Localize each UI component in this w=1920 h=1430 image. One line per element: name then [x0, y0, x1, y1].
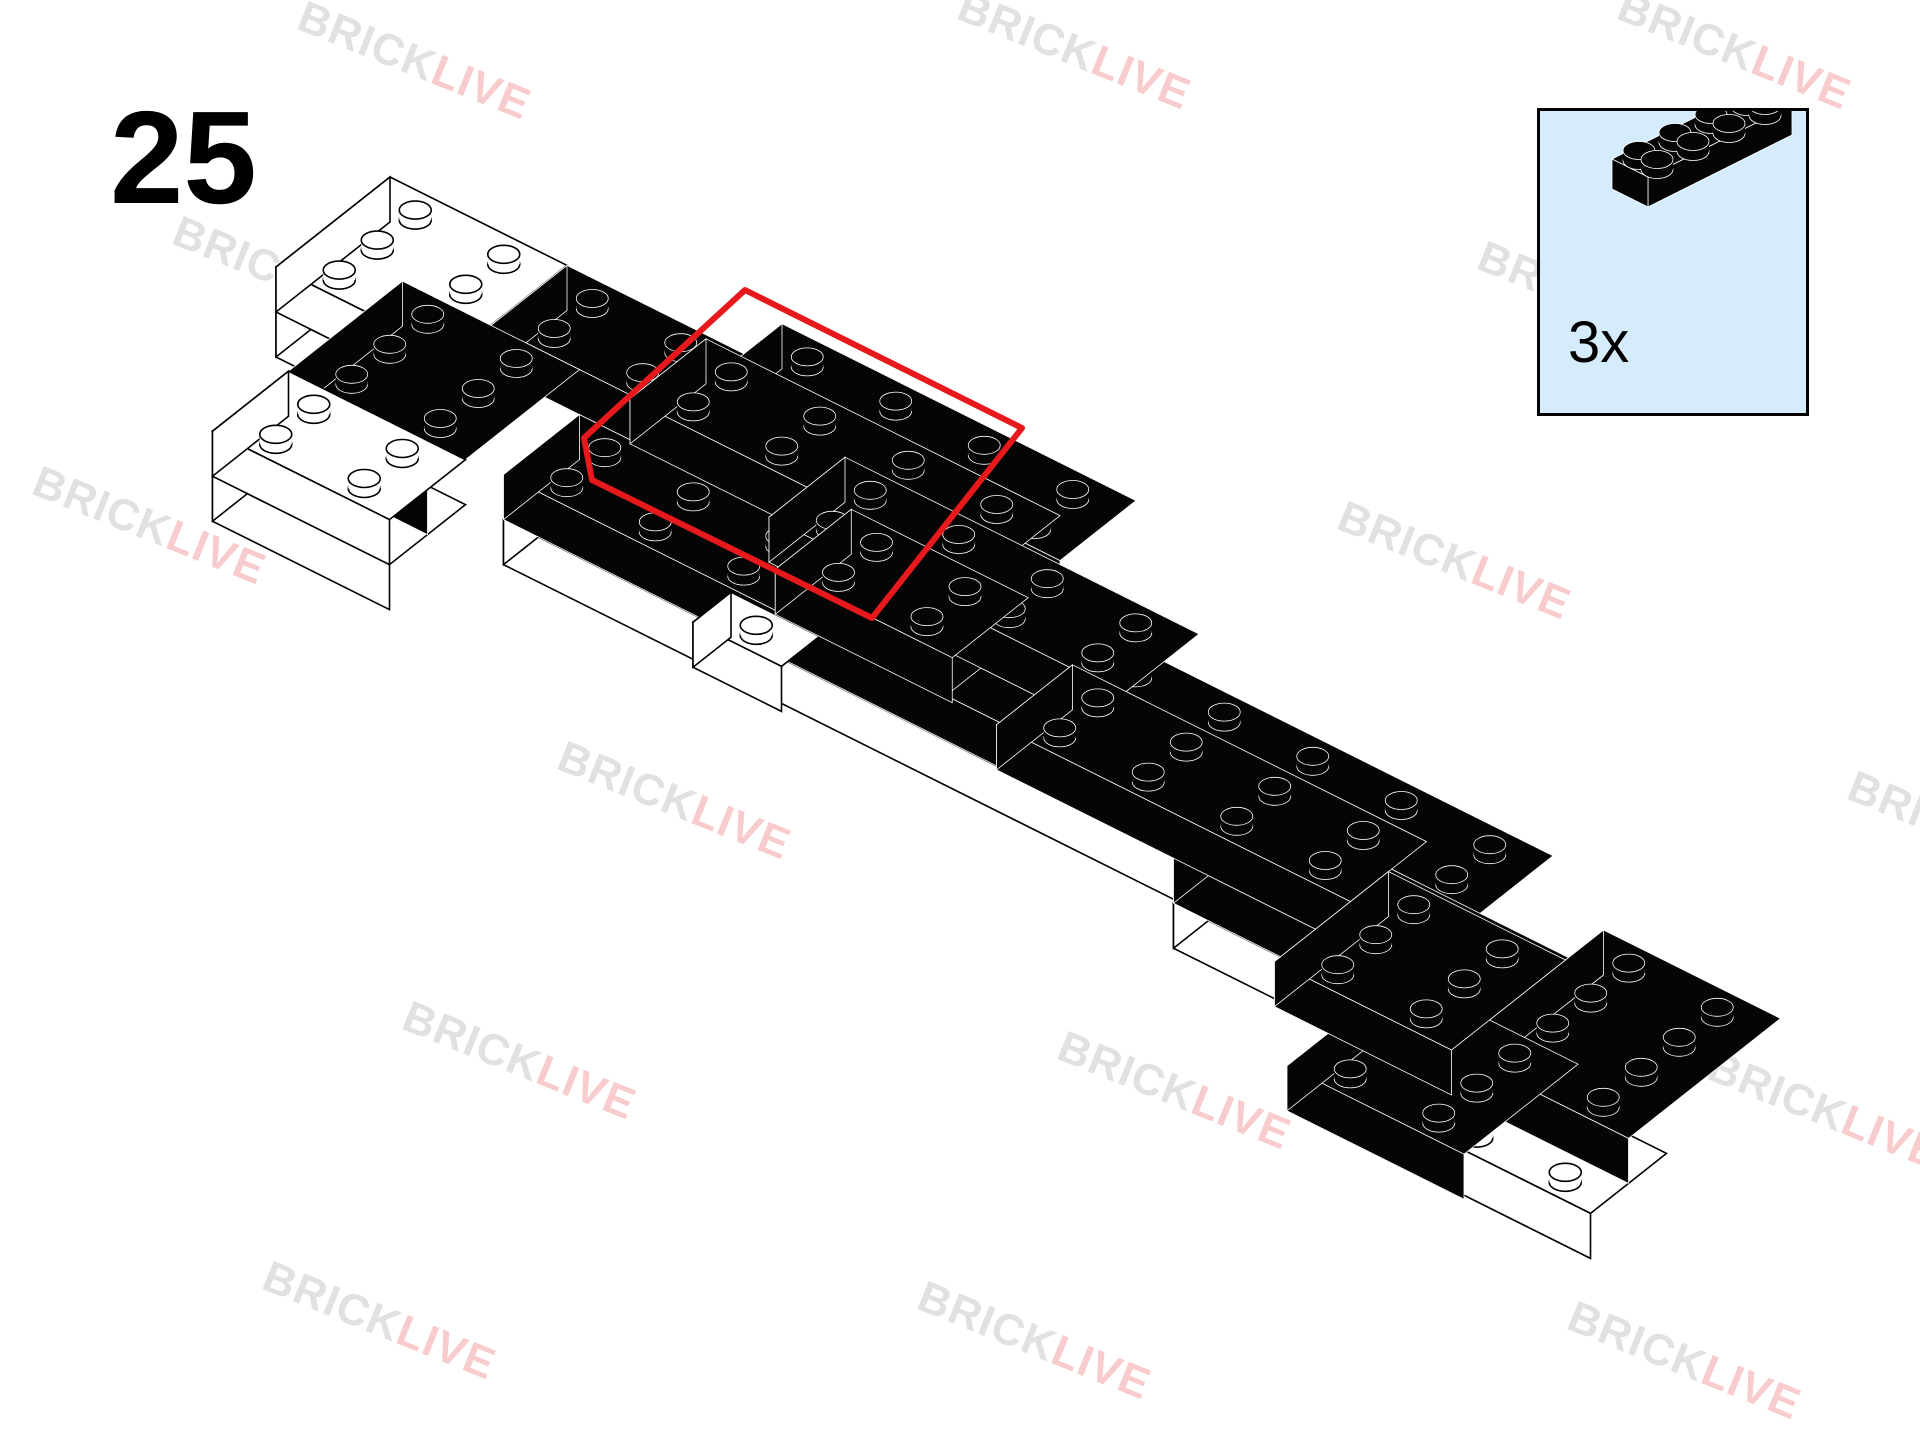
- instruction-page: BRICKLIVE BRICKLIVE BRICKLIVE BRICKLIVE …: [26, 0, 1920, 1429]
- black-brick: [1273, 870, 1567, 1096]
- model-bricks: [211, 175, 1782, 1260]
- white-brick: [211, 369, 467, 566]
- parts-callout: 3x: [1537, 108, 1809, 416]
- white-brick: [691, 590, 821, 713]
- callout-black-brick: [1611, 111, 1793, 208]
- black-brick: [995, 663, 1428, 948]
- new-bricks-highlight: [581, 287, 1025, 621]
- brick-model-illustration: [211, 175, 1782, 1260]
- brick-2x4-icon: [1611, 111, 1793, 208]
- step-number: 25: [110, 84, 257, 231]
- parts-quantity: 3x: [1568, 310, 1630, 375]
